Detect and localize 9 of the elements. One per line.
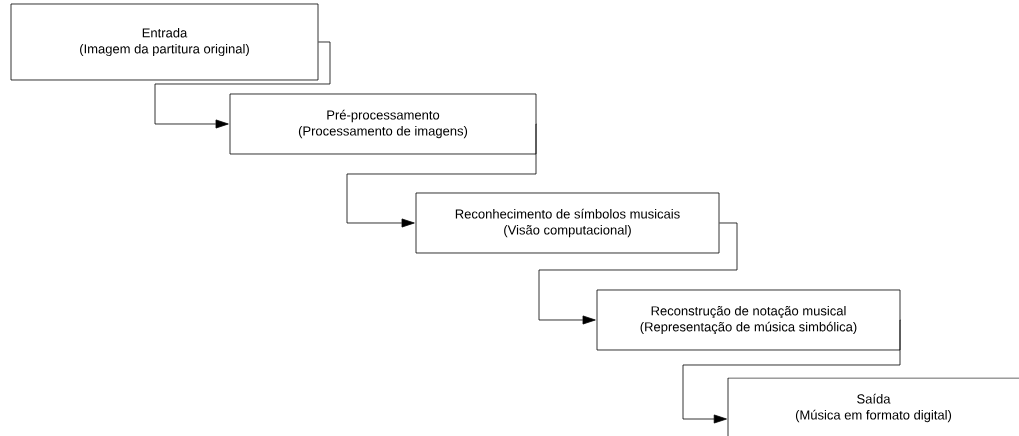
process-box: Entrada (Imagem da partitura original) [10,3,319,81]
arrow [682,319,901,424]
process-box: Reconstrução de notação musical (Representação de música simbólica) [596,289,901,351]
arrow [346,123,537,228]
arrow [538,222,738,325]
process-box: Saída (Música em formato digital) [727,377,1019,436]
arrow [154,41,331,129]
process-box: Reconhecimento de símbolos musicais (Visão computacional) [415,192,720,254]
process-box: Pré-processamento (Processamento de imagens) [229,93,537,155]
